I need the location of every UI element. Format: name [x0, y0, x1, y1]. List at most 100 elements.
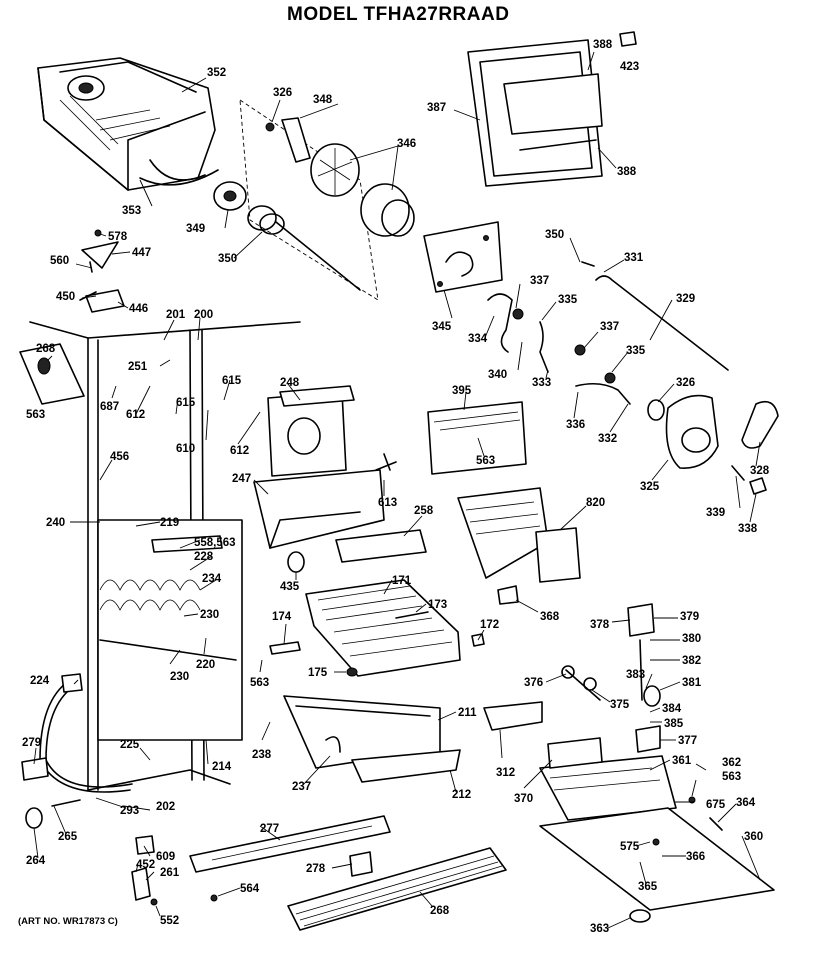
callout-687: 687 — [100, 401, 119, 413]
panel-395 — [427, 401, 527, 475]
callout-174: 174 — [272, 611, 292, 623]
callout-350: 350 — [218, 253, 237, 265]
callout-265: 265 — [58, 831, 78, 843]
callout-346: 346 — [397, 138, 416, 150]
callout-384: 384 — [662, 703, 682, 715]
callout-388b: 388 — [617, 166, 637, 178]
dispenser-housing-247 — [253, 385, 397, 573]
icemaker-820 — [457, 487, 581, 605]
callout-328: 328 — [750, 465, 770, 477]
callout-240: 240 — [46, 517, 65, 529]
callout-237: 237 — [292, 781, 311, 793]
callout-385: 385 — [664, 718, 684, 730]
callout-230b: 230 — [170, 671, 189, 683]
callout-380: 380 — [682, 633, 701, 645]
callout-345: 345 — [432, 321, 452, 333]
callout-325: 325 — [640, 481, 660, 493]
hardware-bottom-left — [25, 799, 373, 906]
callout-264: 264 — [26, 855, 46, 867]
tube-224 — [21, 673, 133, 793]
ice-bucket-352 — [37, 57, 219, 191]
callout-175: 175 — [308, 667, 328, 679]
callout-238: 238 — [252, 749, 272, 761]
callout-312: 312 — [496, 767, 515, 779]
model-title: MODEL TFHA27RRAAD — [287, 4, 509, 25]
callout-340: 340 — [488, 369, 507, 381]
callout-201: 201 — [166, 309, 186, 321]
pan-211 — [283, 695, 461, 783]
callout-338: 338 — [738, 523, 758, 535]
lamp-assembly-268 — [19, 343, 85, 405]
callout-564: 564 — [240, 883, 260, 895]
auger-cylinders-346 — [265, 117, 415, 237]
callout-612: 612 — [126, 409, 145, 421]
callout-337: 337 — [530, 275, 549, 287]
callout-224: 224 — [30, 675, 50, 687]
callout-395: 395 — [452, 385, 472, 397]
callout-361: 361 — [672, 755, 692, 767]
callout-575: 575 — [620, 841, 640, 853]
callout-560: 560 — [50, 255, 69, 267]
callout-228: 228 — [194, 551, 214, 563]
callout-350b: 350 — [545, 229, 564, 241]
motor-325 — [647, 394, 779, 495]
callout-220: 220 — [196, 659, 215, 671]
machine-compartment-360 — [539, 737, 775, 923]
callout-563c: 563 — [250, 677, 269, 689]
cabinet-liner — [29, 321, 301, 791]
control-parts — [483, 603, 661, 753]
callout-171: 171 — [392, 575, 412, 587]
callout-349: 349 — [186, 223, 205, 235]
callout-376: 376 — [524, 677, 543, 689]
callout-326: 326 — [273, 87, 292, 99]
callout-279: 279 — [22, 737, 41, 749]
auger-parts — [213, 99, 379, 301]
callout-552: 552 — [160, 915, 179, 927]
callout-456: 456 — [110, 451, 129, 463]
callout-366: 366 — [686, 851, 705, 863]
callout-423: 423 — [620, 61, 639, 73]
callout-258: 258 — [414, 505, 434, 517]
callout-333: 333 — [532, 377, 551, 389]
callout-378: 378 — [590, 619, 610, 631]
callout-446: 446 — [129, 303, 148, 315]
callout-212: 212 — [452, 789, 471, 801]
callout-348: 348 — [313, 94, 333, 106]
callout-447: 447 — [132, 247, 151, 259]
callout-339: 339 — [706, 507, 725, 519]
callout-211: 211 — [458, 707, 477, 719]
callout-563b: 563 — [476, 455, 495, 467]
bracket-345 — [423, 221, 503, 293]
callout-375: 375 — [610, 699, 630, 711]
callout-610: 610 — [176, 443, 195, 455]
callout-278: 278 — [306, 863, 326, 875]
callout-615: 615 — [222, 375, 242, 387]
callout-452: 452 — [136, 859, 155, 871]
callout-335b: 335 — [626, 345, 646, 357]
callout-360: 360 — [744, 831, 763, 843]
callout-365: 365 — [638, 881, 658, 893]
callout-613: 613 — [378, 497, 397, 509]
callout-200: 200 — [194, 309, 213, 321]
callout-labels: 352 326 348 346 387 388 423 388 353 349 … — [22, 39, 770, 935]
callout-248: 248 — [280, 377, 300, 389]
callout-261: 261 — [160, 867, 180, 879]
callout-214: 214 — [212, 761, 232, 773]
callout-268: 268 — [36, 343, 56, 355]
callout-364: 364 — [736, 797, 756, 809]
callout-334: 334 — [468, 333, 488, 345]
callout-353: 353 — [122, 205, 141, 217]
callout-326b: 326 — [676, 377, 695, 389]
callout-329: 329 — [676, 293, 695, 305]
callout-382: 382 — [682, 655, 701, 667]
callout-293: 293 — [120, 805, 139, 817]
callout-173: 173 — [428, 599, 447, 611]
callout-563: 563 — [26, 409, 45, 421]
callout-558-563: 558,563 — [194, 537, 236, 549]
callout-377: 377 — [678, 735, 697, 747]
callout-615b: 615 — [176, 397, 196, 409]
callout-335: 335 — [558, 294, 578, 306]
callout-370: 370 — [514, 793, 533, 805]
leader-lines — [33, 51, 761, 929]
